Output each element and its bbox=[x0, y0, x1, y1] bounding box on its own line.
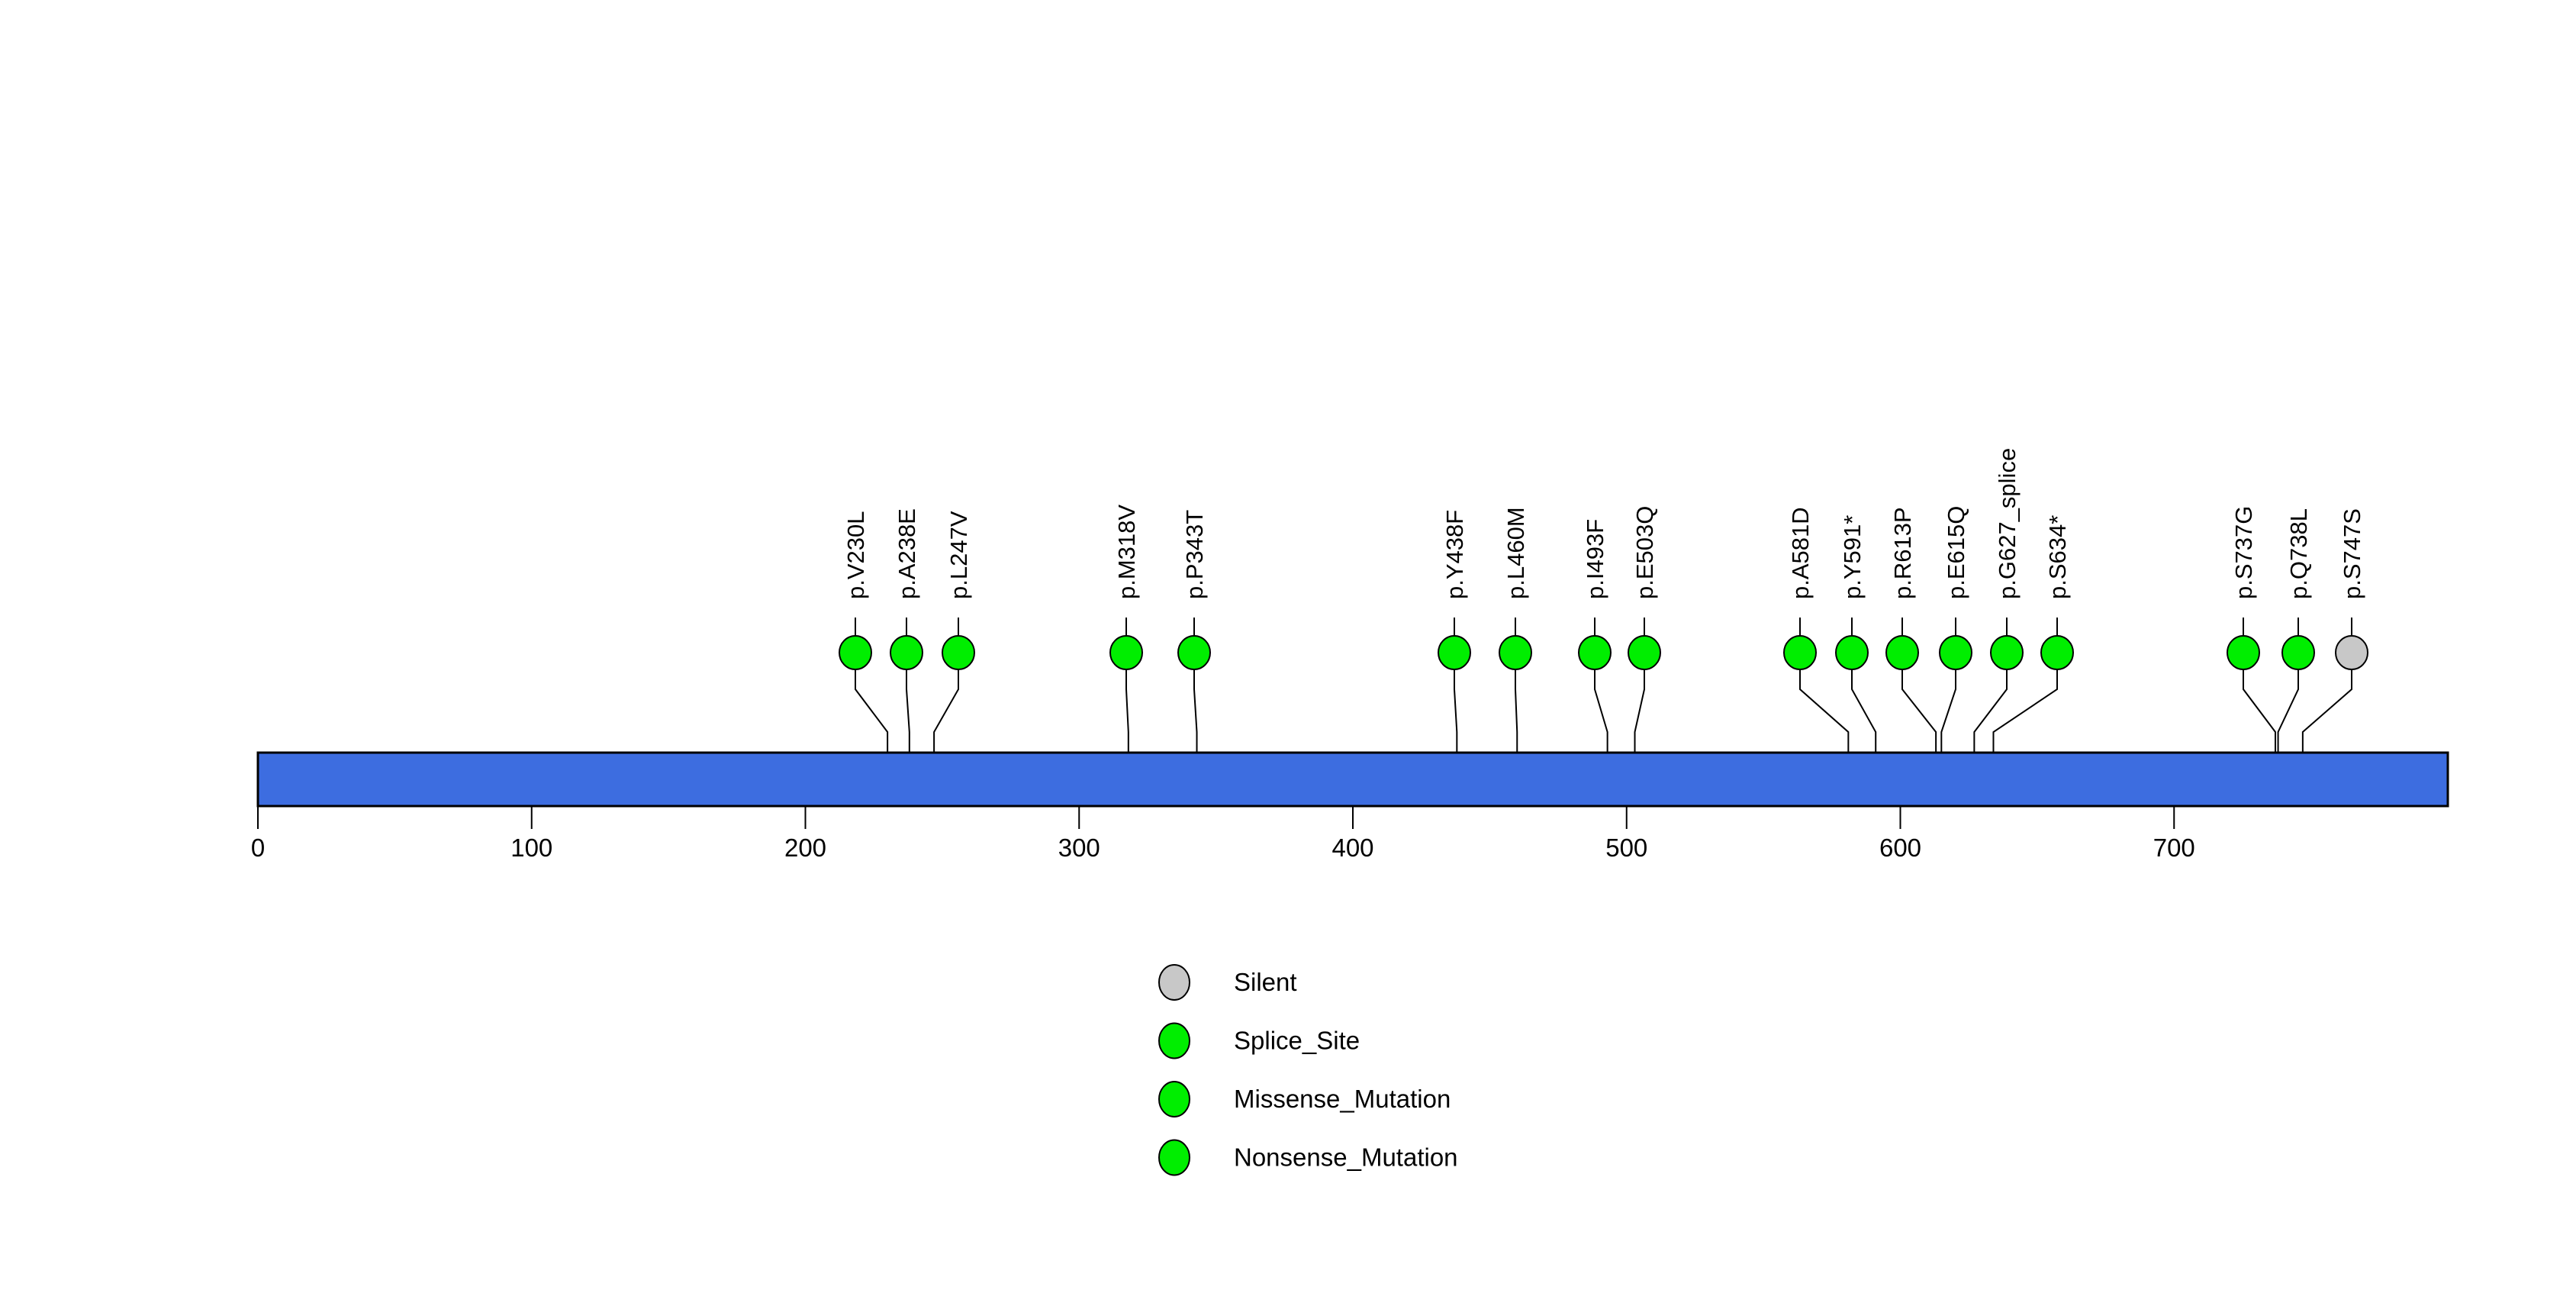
mutation-circle-missense_mutation bbox=[1438, 635, 1471, 670]
mutation-circle-silent bbox=[2335, 635, 2368, 670]
legend-label: Splice_Site bbox=[1234, 1027, 1360, 1055]
mutation-circle-missense_mutation bbox=[1885, 635, 1919, 670]
mutation-circle-missense_mutation bbox=[1783, 635, 1817, 670]
mutation-label: p.S747S bbox=[2339, 508, 2365, 599]
mutation-circle-missense_mutation bbox=[890, 635, 923, 670]
mutation-circle-missense_mutation bbox=[1109, 635, 1143, 670]
legend-swatch-missense_mutation bbox=[1158, 1081, 1190, 1117]
legend-label: Silent bbox=[1234, 968, 1297, 996]
mutation-circle-missense_mutation bbox=[1177, 635, 1211, 670]
x-axis-tick-label: 500 bbox=[1605, 834, 1647, 862]
mutation-circle-missense_mutation bbox=[2281, 635, 2315, 670]
mutation-circle-missense_mutation bbox=[2227, 635, 2260, 670]
mutation-circle-missense_mutation bbox=[839, 635, 872, 670]
mutation-circle-nonsense_mutation bbox=[2040, 635, 2074, 670]
mutation-label: p.A238E bbox=[894, 508, 920, 599]
x-axis-tick-label: 400 bbox=[1331, 834, 1373, 862]
mutation-label: p.L247V bbox=[945, 511, 972, 599]
mutation-circle-missense_mutation bbox=[1578, 635, 1612, 670]
x-axis-tick-label: 200 bbox=[784, 834, 826, 862]
mutation-label: p.G627_splice bbox=[1994, 448, 2021, 599]
legend-label: Nonsense_Mutation bbox=[1234, 1143, 1458, 1172]
legend-swatch-splice_site bbox=[1158, 1022, 1190, 1059]
mutation-label: p.E615Q bbox=[1943, 506, 1969, 599]
mutation-label: p.P343T bbox=[1181, 510, 1208, 599]
x-axis-tick-label: 300 bbox=[1058, 834, 1100, 862]
protein-bar bbox=[256, 751, 2449, 808]
mutation-circle-missense_mutation bbox=[942, 635, 975, 670]
mutation-label: p.L460M bbox=[1502, 507, 1529, 599]
mutation-circle-nonsense_mutation bbox=[1835, 635, 1869, 670]
mutation-label: p.I493F bbox=[1582, 519, 1608, 599]
mutation-circle-splice_site bbox=[1990, 635, 2024, 670]
mutation-label: p.S634* bbox=[2044, 515, 2071, 599]
mutation-label: p.V230L bbox=[842, 511, 869, 600]
mutation-label: p.E503Q bbox=[1631, 506, 1658, 599]
x-axis: 0 100 200 300 400 500 600 700 bbox=[251, 807, 2195, 862]
mutation-circle-missense_mutation bbox=[1499, 635, 1532, 670]
mutation-label: p.Y591* bbox=[1839, 515, 1866, 599]
x-axis-tick-label: 100 bbox=[510, 834, 552, 862]
lollipop-heads: p.V230L p.A238E p.L247V p.M318V p.P343T p.Y43… bbox=[839, 448, 2368, 670]
mutation-label: p.Y438F bbox=[1441, 510, 1468, 599]
mutation-label: p.R613P bbox=[1889, 507, 1916, 599]
legend-swatch-silent bbox=[1158, 964, 1190, 1001]
mutation-circle-missense_mutation bbox=[1628, 635, 1661, 670]
legend: SilentSplice_SiteMissense_MutationNonsen… bbox=[1158, 964, 1458, 1176]
mutation-label: p.M318V bbox=[1113, 505, 1140, 599]
legend-swatch-nonsense_mutation bbox=[1158, 1139, 1190, 1176]
mutation-circle-missense_mutation bbox=[1939, 635, 1972, 670]
mutation-label: p.Q738L bbox=[2285, 508, 2312, 599]
x-axis-tick-label: 0 bbox=[251, 834, 265, 862]
mutation-label: p.A581D bbox=[1787, 507, 1814, 599]
mutation-label: p.S737G bbox=[2230, 506, 2257, 599]
x-axis-tick-label: 700 bbox=[2153, 834, 2195, 862]
legend-label: Missense_Mutation bbox=[1234, 1085, 1451, 1113]
x-axis-tick-label: 600 bbox=[1879, 834, 1921, 862]
